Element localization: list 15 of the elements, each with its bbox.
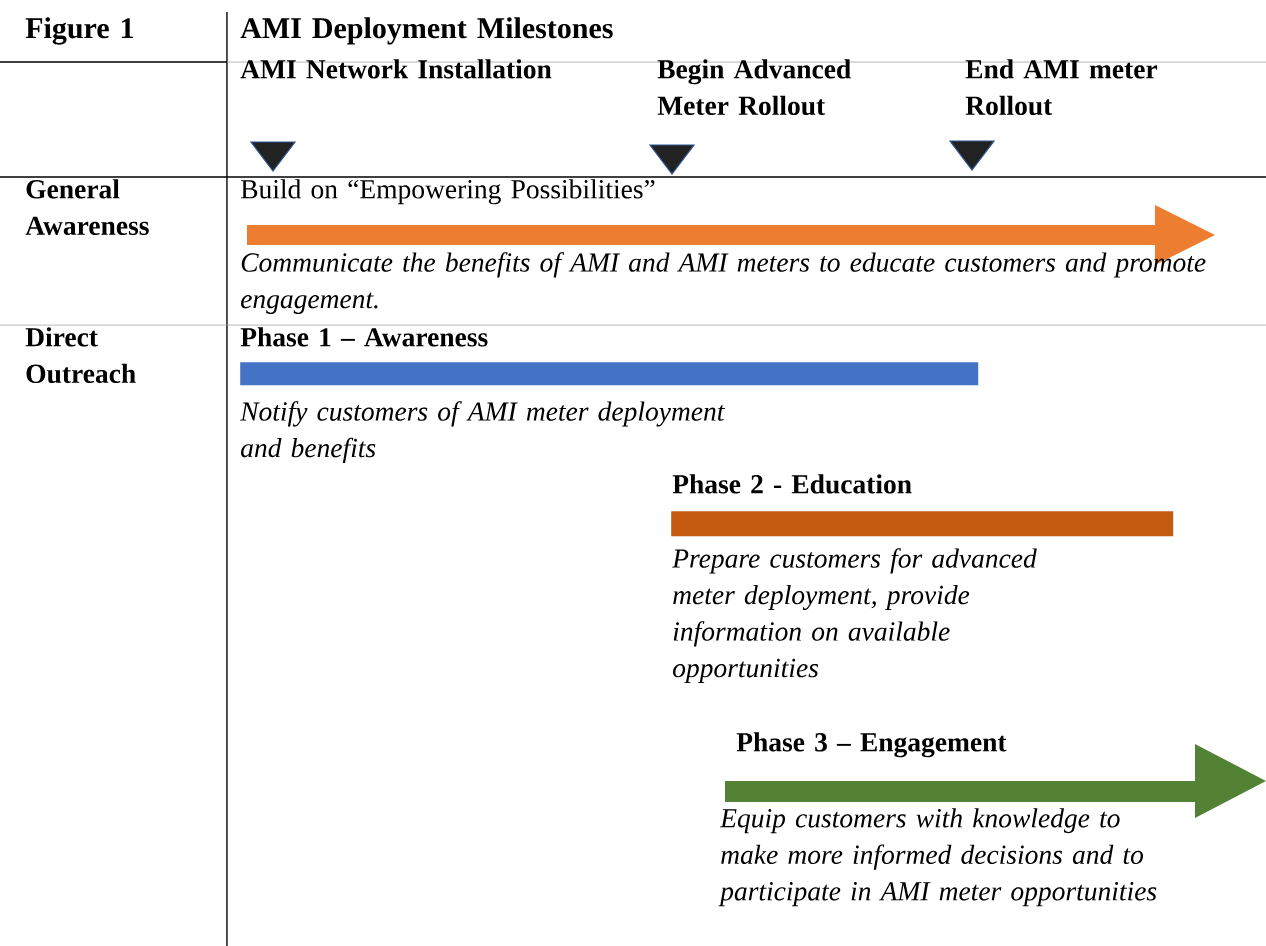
description-text: Prepare customers for advanced meter deployment, provide information on available opportunities xyxy=(672,548,1037,683)
row-heading: Direct Outreach xyxy=(25,327,136,384)
figure-number: Figure 1 xyxy=(25,17,134,45)
title: AMI Deployment Milestones xyxy=(240,17,613,45)
row-heading: General Awareness xyxy=(25,179,149,236)
timeline-bar xyxy=(240,362,979,386)
milestone-label: AMI Network Installation xyxy=(240,59,552,79)
description-text: Equip customers with knowledge to make more informed decisions and to participate in AMI meter opportunities xyxy=(718,808,1157,907)
phase-heading: Phase 3 – Engagement xyxy=(736,732,1007,758)
description-text: Communicate the benefits of AMI and AMI meters to educate customers and promote engagement. xyxy=(241,252,1206,314)
description-text: Notify customers of AMI meter deployment and benefits xyxy=(240,401,725,463)
row-text: Build on “Empowering Possibilities” xyxy=(241,179,655,205)
timeline-bar xyxy=(671,511,1174,537)
milestone-label: End AMI meter Rollout xyxy=(965,59,1158,116)
milestone-label: Begin Advanced Meter Rollout xyxy=(657,59,851,116)
